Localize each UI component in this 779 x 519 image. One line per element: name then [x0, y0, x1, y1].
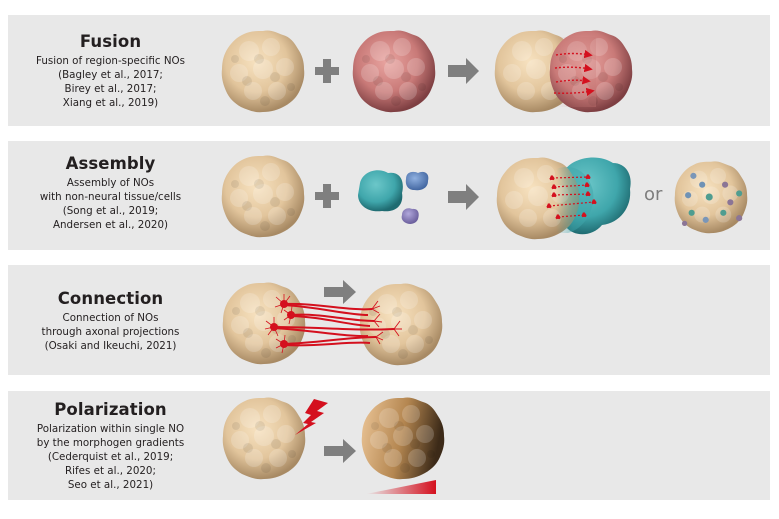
panel-fusion: Fusion Fusion of region-specific NOs (Ba… — [8, 15, 770, 126]
polarization-description-2: by the morphogen gradients — [36, 437, 185, 449]
fusion-citation-1: (Bagley et al., 2017; — [58, 69, 163, 81]
plus-icon — [315, 59, 339, 83]
beige-organoid — [221, 155, 305, 238]
polarization-citation-1: (Cederquist et al., 2019; — [47, 451, 174, 463]
lightning-bolt-icon — [295, 399, 328, 435]
fusion-citation-3: Xiang et al., 2019) — [62, 97, 159, 109]
connection-illustration — [222, 280, 443, 366]
morphogen-gradient-wedge — [366, 480, 436, 494]
plus-icon — [315, 184, 339, 208]
cell-contact-dots — [546, 174, 597, 220]
decorated-organoid — [674, 161, 748, 234]
connection-description-2: through axonal projections — [41, 326, 180, 338]
assembly-description-1: Assembly of NOs — [66, 177, 155, 189]
untreated-organoid — [222, 397, 306, 480]
polarization-citation-2: Rifes et al., 2020; — [65, 465, 156, 477]
arrow-right-icon — [448, 58, 479, 84]
assembly-description-2: with non-neural tissue/cells — [39, 191, 182, 203]
assembly-citation-1: (Song et al., 2019; — [62, 205, 159, 217]
panel-polarization: Polarization Polarization within single … — [8, 391, 770, 500]
source-organoid — [222, 282, 306, 365]
or-label: or — [644, 184, 663, 205]
teal-tissue — [358, 170, 403, 212]
fusion-description: Fusion of region-specific NOs — [35, 55, 186, 67]
blue-cell — [405, 171, 429, 191]
assembly-illustration — [221, 155, 748, 240]
polarization-illustration — [222, 397, 445, 494]
assembly-text: Assembly Assembly of NOs with non-neural… — [8, 154, 213, 232]
fusion-illustration — [221, 30, 633, 113]
fusion-citation-2: Birey et al., 2017; — [64, 83, 157, 95]
polarized-organoid — [361, 397, 445, 480]
polarization-title: Polarization — [54, 400, 167, 419]
axon-bundle — [273, 302, 395, 347]
embedded-cells — [681, 172, 743, 227]
fusion-text: Fusion Fusion of region-specific NOs (Ba… — [8, 32, 213, 110]
polarization-description-1: Polarization within single NO — [36, 423, 185, 435]
purple-cell — [401, 208, 419, 224]
assembly-citation-2: Andersen et al., 2020) — [52, 219, 169, 231]
fusion-title: Fusion — [79, 32, 142, 51]
axon-terminals — [371, 300, 402, 345]
panel-assembly: Assembly Assembly of NOs with non-neural… — [8, 141, 770, 250]
arrow-right-icon — [324, 439, 356, 463]
assembled-organoid — [496, 157, 631, 240]
polarization-citation-3: Seo et al., 2021) — [67, 479, 154, 491]
connection-citation: (Osaki and Ikeuchi, 2021) — [44, 340, 177, 352]
fused-organoid — [494, 30, 633, 113]
arrow-right-icon — [324, 280, 356, 304]
migration-arrows — [553, 49, 595, 97]
connection-title: Connection — [57, 289, 164, 308]
assembly-title: Assembly — [65, 154, 156, 173]
pink-organoid — [352, 30, 436, 113]
panel-connection: Connection Connection of NOs through axo… — [8, 265, 770, 375]
arrow-right-icon — [448, 184, 479, 210]
polarization-text: Polarization Polarization within single … — [8, 400, 213, 492]
target-organoid — [359, 283, 443, 366]
connection-text: Connection Connection of NOs through axo… — [8, 289, 213, 353]
connection-description-1: Connection of NOs — [62, 312, 159, 324]
dendrites — [264, 294, 293, 354]
beige-organoid — [221, 30, 305, 113]
